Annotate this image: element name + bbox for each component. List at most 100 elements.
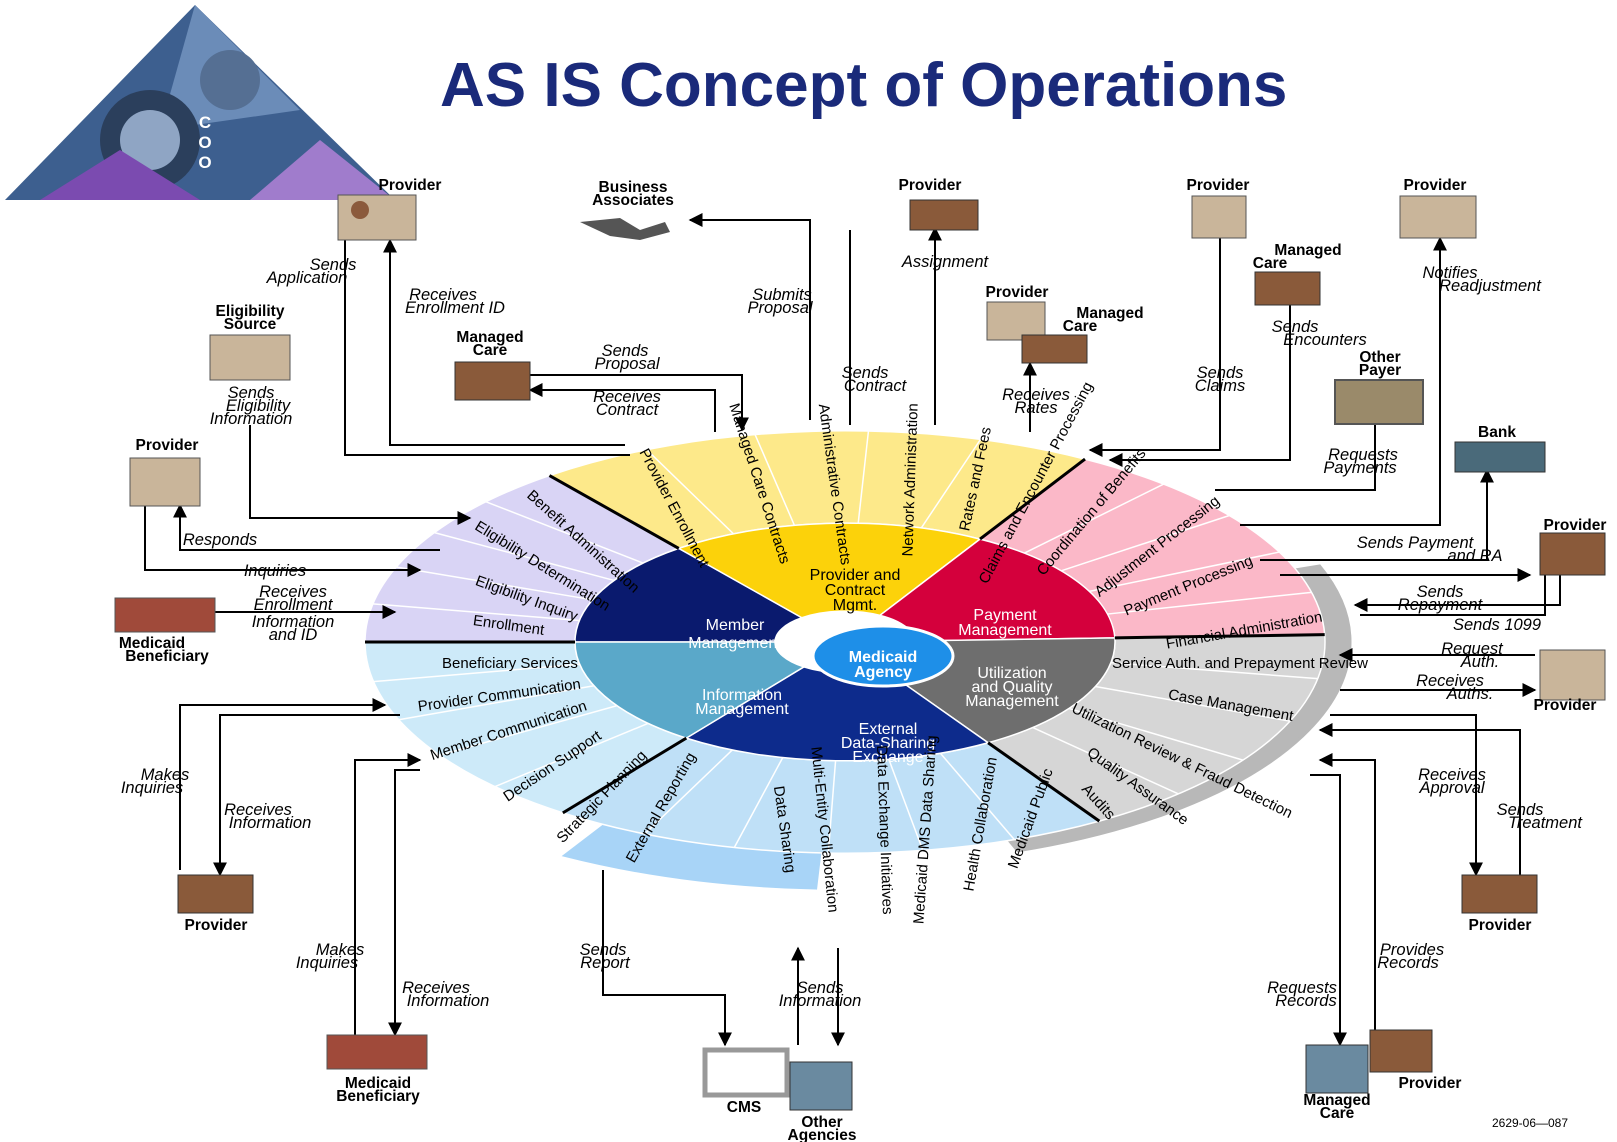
beneficiary-icon <box>326 1034 428 1070</box>
ring-divider <box>434 531 615 582</box>
ring-divider <box>398 684 595 721</box>
person-icon <box>209 334 291 381</box>
flow-assignment: Assignment <box>901 253 990 271</box>
bank-icon <box>1454 441 1546 473</box>
building-icon <box>177 874 254 914</box>
entity-bank: Bank <box>1478 424 1516 441</box>
figure-id: 2629-06—087 <box>1492 1116 1568 1130</box>
ring-divider <box>920 438 982 529</box>
entity-provider-claims: Provider <box>1187 177 1250 194</box>
coo-logo: C O O <box>5 5 395 200</box>
ring-divider <box>439 704 618 756</box>
inner-member <box>574 547 804 643</box>
inner-payment <box>878 538 1116 642</box>
ring-divider <box>396 566 593 601</box>
center-hub <box>811 624 955 688</box>
building-icon <box>454 361 531 401</box>
line-sends-treatment <box>1318 723 1521 875</box>
ring-divider <box>1032 726 1179 795</box>
entity-provider-right: Provider <box>1544 517 1607 534</box>
ring-divider <box>1089 551 1280 593</box>
line-sends-application <box>344 240 630 456</box>
line-submits-proposal <box>688 213 811 420</box>
other-payer-icon <box>1334 379 1424 425</box>
line-sends-eligibility <box>249 425 472 525</box>
line-requests-payments <box>1215 394 1382 491</box>
ring-divider <box>646 449 734 535</box>
line-receives-information-bottom <box>388 769 420 1037</box>
ring-divider <box>372 603 580 622</box>
line-receives-information-left <box>213 714 400 877</box>
svg-text:O: O <box>198 153 211 172</box>
ring-divider <box>733 757 784 848</box>
person-icon <box>1539 649 1606 701</box>
ring-divider <box>485 501 644 564</box>
ring-divider <box>1023 483 1165 554</box>
flow-inquiries: Inquiries <box>244 562 306 580</box>
segment-beneficiary-services: Beneficiary Services <box>442 655 578 672</box>
line-receives-approval <box>1330 714 1483 877</box>
building-icon <box>1461 874 1538 914</box>
ring-divider <box>1110 661 1318 680</box>
sector-separator <box>979 457 1086 541</box>
building-icon <box>1539 532 1606 576</box>
ring-divider <box>1068 707 1244 761</box>
line-provides-records <box>1318 753 1376 1030</box>
entity-provider-top: Provider <box>899 177 962 194</box>
sector-separator <box>562 736 688 815</box>
line-sends-repayment <box>1353 570 1561 612</box>
ring-divider <box>857 430 870 524</box>
person-icon <box>1399 195 1477 239</box>
ring-divider <box>494 722 649 788</box>
line-sends-1099 <box>1360 572 1546 616</box>
beneficiary-icon <box>114 597 216 633</box>
line-sends-proposal <box>530 374 749 432</box>
line-sends-encounters <box>1108 305 1291 467</box>
handshake-icon <box>580 218 670 240</box>
entity-provider-auth: Provider <box>1534 697 1597 714</box>
inner-provider <box>676 522 982 619</box>
segment-network-administration: Network Administration <box>899 403 921 557</box>
person-icon <box>337 194 417 241</box>
person-icon <box>1191 195 1247 239</box>
inner-information <box>574 641 806 739</box>
person-icon <box>986 301 1046 341</box>
line-responds <box>173 503 440 551</box>
entity-provider-br: Provider <box>1469 917 1532 934</box>
ring-divider <box>373 663 580 683</box>
building-icon <box>909 199 979 231</box>
line-notifies-readjustment <box>1240 236 1447 526</box>
page-title: AS IS Concept of Operations <box>440 51 1288 120</box>
line-makes-inquiries-left <box>179 698 387 870</box>
svg-text:C: C <box>199 113 211 132</box>
